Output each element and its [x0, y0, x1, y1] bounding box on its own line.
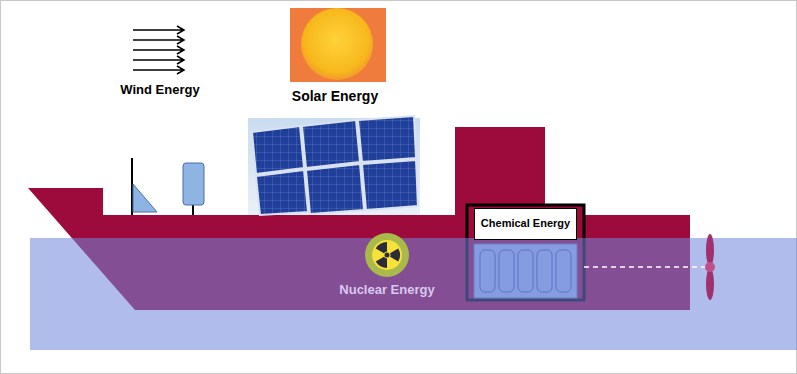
- energy-box: Chemical Energy: [474, 208, 577, 240]
- box-label: Chemical Energy: [477, 215, 574, 232]
- energy-label: Wind Energy: [120, 82, 199, 97]
- propeller-shaft: [584, 266, 708, 268]
- sun-background: [290, 8, 386, 82]
- rotor-sail: [183, 163, 204, 205]
- water: [30, 238, 797, 350]
- energy-label: Solar Energy: [292, 88, 378, 104]
- radiation-symbol: [376, 242, 400, 268]
- nuclear-badge: [365, 233, 409, 277]
- wind-arrows: [133, 26, 184, 74]
- solar-panels: [252, 116, 418, 215]
- energy-label: Nuclear Energy: [339, 282, 434, 297]
- sun: [301, 8, 373, 80]
- wind-sail: [133, 184, 157, 212]
- propeller: [705, 234, 715, 300]
- nuclear-disc: [372, 240, 402, 270]
